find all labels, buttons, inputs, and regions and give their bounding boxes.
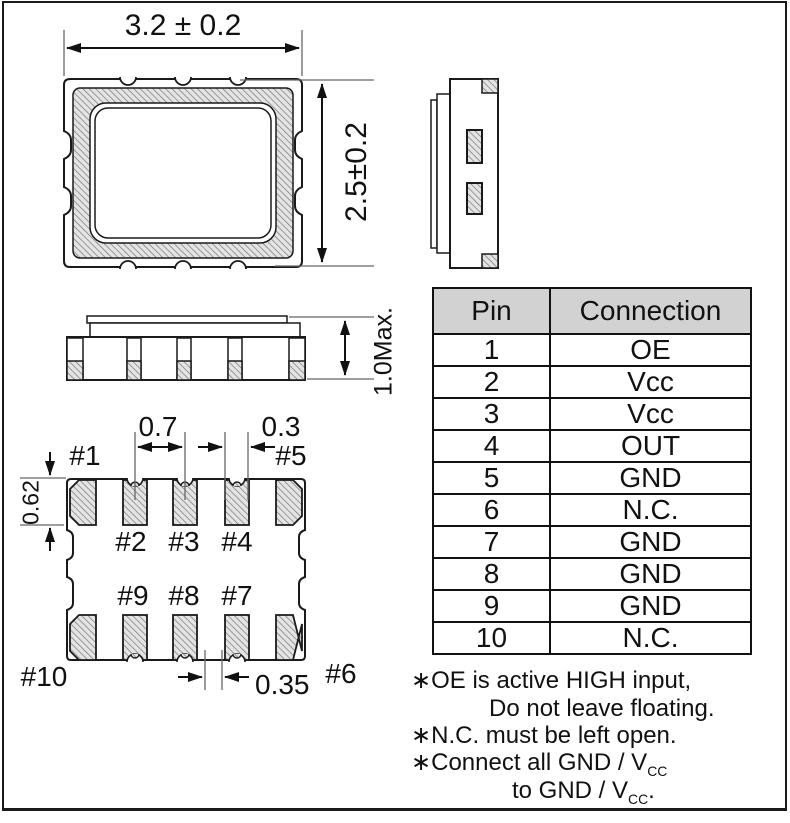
dim-label-thickness: 1.0Max. (369, 307, 398, 396)
connection-cell: N.C. (549, 493, 752, 527)
side-height-dimension (240, 79, 374, 267)
pin-number-cell: 2 (432, 365, 551, 399)
thickness-dimension (289, 316, 374, 380)
pin-number-cell: 9 (432, 589, 551, 623)
pin-number-cell: 1 (432, 333, 551, 367)
connection-cell: GND (549, 557, 752, 591)
connection-cell: GND (549, 461, 752, 495)
note-gnd-vcc-line1-text: ∗Connect all GND / V (411, 749, 648, 776)
pad-label-8: #8 (168, 580, 200, 611)
pad-label-1: #1 (69, 440, 101, 471)
connection-cell: OE (549, 333, 752, 367)
note-gnd-vcc-line2-period: . (648, 777, 655, 804)
pin-number-cell: 5 (432, 461, 551, 495)
note-oe-line1: ∗OE is active HIGH input, (411, 667, 692, 694)
side-view-right-drawing (430, 78, 499, 269)
pad-gap-dimension (178, 650, 249, 690)
connection-column-header: Connection (549, 287, 752, 335)
note-oe-line2: Do not leave floating. (489, 695, 715, 722)
connection-cell: Vcc (549, 365, 752, 399)
dim-label-pad-pitch: 0.7 (138, 411, 178, 442)
pin-number-cell: 8 (432, 557, 551, 591)
connection-cell: GND (549, 525, 752, 559)
pin-number-cell: 10 (432, 621, 551, 655)
bottom-view-drawing (66, 477, 306, 663)
pad-label-5: #5 (275, 440, 307, 471)
vcc-subscript: CC (628, 790, 649, 807)
pad-pitch-dimension (134, 432, 186, 500)
page-border-frame (2, 1, 787, 811)
dim-label-body-height: 2.5±0.2 (340, 122, 373, 222)
note-gnd-vcc-line2-text: to GND / V (512, 777, 629, 804)
pad-label-10: #10 (20, 661, 68, 692)
top-view-drawing (63, 76, 303, 270)
dim-label-pad-length: 0.62 (17, 480, 44, 525)
pin-column-header: Pin (432, 287, 551, 335)
pin-number-cell: 4 (432, 429, 551, 463)
pin-number-cell: 3 (432, 397, 551, 431)
table-header-row: Pin Connection (432, 287, 752, 335)
vcc-subscript: CC (647, 762, 668, 779)
pad-label-6: #6 (325, 658, 357, 689)
side-view-front-drawing (66, 315, 306, 381)
connection-cell: OUT (549, 429, 752, 463)
top-width-dimension (63, 30, 303, 76)
connection-cell: GND (549, 589, 752, 623)
pad-label-2: #2 (115, 526, 147, 557)
dim-label-body-width: 3.2 ± 0.2 (124, 9, 242, 42)
note-gnd-vcc-line2: to GND / VCC. (512, 778, 655, 806)
pad-width-dimension (198, 432, 275, 500)
connection-cell: N.C. (549, 621, 752, 655)
connection-cell: Vcc (549, 397, 752, 431)
dim-label-pad-gap: 0.35 (255, 669, 310, 700)
dim-label-pad-width: 0.3 (261, 411, 301, 442)
pad-label-3: #3 (168, 526, 200, 557)
note-gnd-vcc-line1: ∗Connect all GND / VCC (411, 750, 667, 778)
pad-label-4: #4 (221, 526, 253, 557)
pin-number-cell: 7 (432, 525, 551, 559)
pin-number-cell: 6 (432, 493, 551, 527)
pad-label-9: #9 (117, 580, 149, 611)
pad-length-dimension (20, 452, 66, 551)
pad-label-7: #7 (221, 580, 253, 611)
note-nc: ∗N.C. must be left open. (411, 722, 677, 749)
